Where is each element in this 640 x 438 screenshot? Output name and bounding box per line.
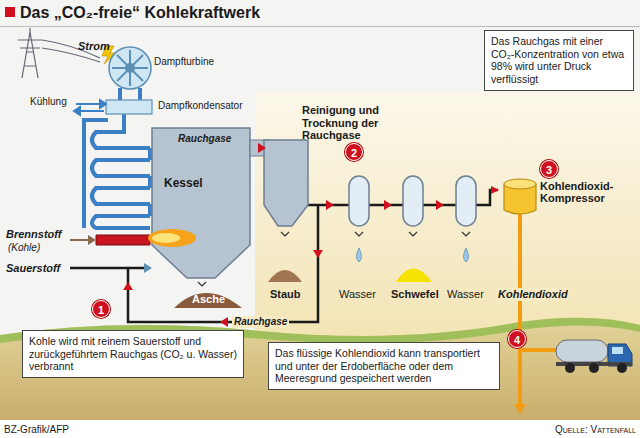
input-label: (Kohle) (8, 242, 40, 254)
input-label: Brennstoff (6, 228, 61, 241)
burner (96, 235, 150, 245)
product-label: Kohlendioxid (496, 288, 570, 301)
node-text: Das flüssige Kohlendioxid kann transport… (275, 347, 493, 385)
title: Das „CO₂-freie“ Kohlekraftwerk (20, 4, 260, 22)
node-text: Kohle wird mit reinem Sauerstoff und zur… (29, 335, 237, 373)
source: Quelle: Vattenfall (555, 424, 636, 436)
input-label: Sauerstoff (6, 262, 60, 275)
callout-number: 1 (92, 300, 110, 318)
boiler-box: Kessel (152, 128, 250, 224)
node-text: 4 (509, 331, 525, 349)
callout-box: Kohle wird mit reinem Sauerstoff und zur… (22, 330, 244, 378)
dust-filter (264, 140, 308, 226)
credit: BZ-Grafik/AFP (4, 424, 69, 436)
part-label: Kühlung (30, 96, 67, 108)
node-text: 3 (541, 161, 557, 179)
flow-label: Rauchgase (178, 133, 231, 145)
ash-pile (174, 293, 242, 308)
node-text: Kohlendioxid-Kompressor (540, 180, 636, 204)
node-text: 1 (93, 301, 109, 319)
flame (148, 229, 196, 247)
tank-truck (556, 340, 632, 373)
fuel-arrow (70, 235, 96, 245)
part-label: Dampfkondensator (158, 100, 243, 112)
node-text: Das Rauchgas mit einer CO₂-Konzentration… (491, 35, 627, 85)
output-label: Strom (78, 40, 110, 53)
callout-number: 4 (508, 330, 526, 348)
power-pylon (18, 28, 100, 78)
scrubber-vessels (349, 176, 476, 226)
title-marker (5, 7, 15, 17)
callout-box: Das Rauchgas mit einer CO₂-Konzentration… (484, 30, 634, 91)
flow-label: Rauchgase (232, 316, 289, 328)
residue-label: Asche (192, 293, 225, 306)
compressor-box: Kohlendioxid-Kompressor (498, 178, 636, 206)
oxygen-line (70, 205, 318, 322)
steam-turbine (109, 47, 151, 89)
residue-label: Schwefel (391, 288, 439, 301)
water-drops (357, 248, 469, 262)
residue-label: Staub (270, 288, 301, 301)
sulphur-pile (396, 269, 432, 283)
callout-number: 2 (345, 143, 363, 161)
node-text: 2 (346, 144, 362, 162)
residue-label: Wasser (447, 288, 484, 301)
node-text: Kessel (164, 176, 250, 190)
cooling-arrows (74, 100, 106, 115)
co2-compressor (504, 180, 536, 214)
residue-label: Wasser (339, 288, 376, 301)
steam-condenser (106, 100, 152, 114)
flow-arrows (258, 143, 444, 210)
dust-pile (268, 270, 302, 282)
callout-number: 3 (540, 160, 558, 178)
callout-text: Reinigung und Trocknung der Rauchgase (302, 104, 406, 142)
co2-pipeline (520, 214, 560, 410)
boiler (152, 128, 250, 278)
callout-box: Das flüssige Kohlendioxid kann transport… (268, 342, 500, 390)
part-label: Dampfturbine (154, 56, 214, 68)
